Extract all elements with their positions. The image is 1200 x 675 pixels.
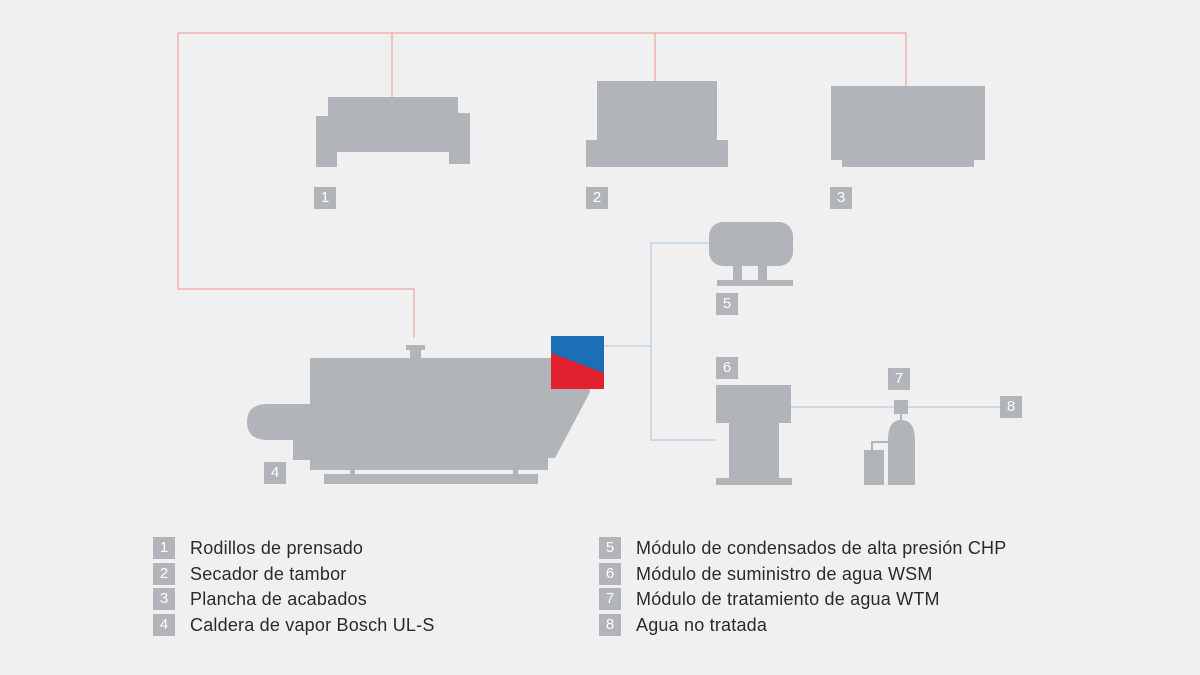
marker-3: 3 xyxy=(830,187,852,209)
steam-boiler xyxy=(247,345,590,484)
water-line-condensate xyxy=(604,242,711,347)
press-rollers-machine xyxy=(316,97,470,167)
legend-number: 3 xyxy=(153,588,175,610)
legend-number: 8 xyxy=(599,613,621,636)
finishing-ironer-machine xyxy=(831,86,985,167)
legend-number: 5 xyxy=(599,537,621,559)
legend-number: 1 xyxy=(153,537,175,559)
marker-1: 1 xyxy=(314,187,336,209)
legend-label: Plancha de acabados xyxy=(190,589,367,609)
condensate-module xyxy=(709,222,793,286)
legend-label: Secador de tambor xyxy=(190,563,347,584)
water-lines xyxy=(604,242,1000,441)
legend-label: Módulo de suministro de agua WSM xyxy=(636,563,933,584)
legend-label: Módulo de condensados de alta presión CH… xyxy=(636,538,1007,558)
drum-dryer-machine xyxy=(586,81,728,167)
water-supply-module xyxy=(716,385,792,485)
steam-header-line xyxy=(178,32,907,86)
marker-7: 7 xyxy=(888,368,910,390)
steam-lines xyxy=(177,32,907,338)
marker-2: 2 xyxy=(586,187,608,209)
marker-8: 8 xyxy=(1000,396,1022,418)
legend-label: Rodillos de prensado xyxy=(190,538,364,558)
marker-4: 4 xyxy=(264,462,286,484)
marker-6: 6 xyxy=(716,357,738,379)
legend-label: Módulo de tratamiento de agua WTM xyxy=(636,589,940,609)
legend-number: 7 xyxy=(599,588,621,610)
legend-label: Agua no tratada xyxy=(636,614,768,635)
marker-5: 5 xyxy=(716,293,738,315)
legend-label: Caldera de vapor Bosch UL-S xyxy=(190,614,435,635)
water-line-supply xyxy=(650,346,716,441)
water-treatment-module xyxy=(864,400,915,485)
steam-line-boiler xyxy=(177,33,415,338)
legend-number: 4 xyxy=(153,613,175,636)
legend-number: 2 xyxy=(153,562,175,585)
legend-number: 6 xyxy=(599,562,621,585)
bosch-logo-icon xyxy=(551,336,604,389)
